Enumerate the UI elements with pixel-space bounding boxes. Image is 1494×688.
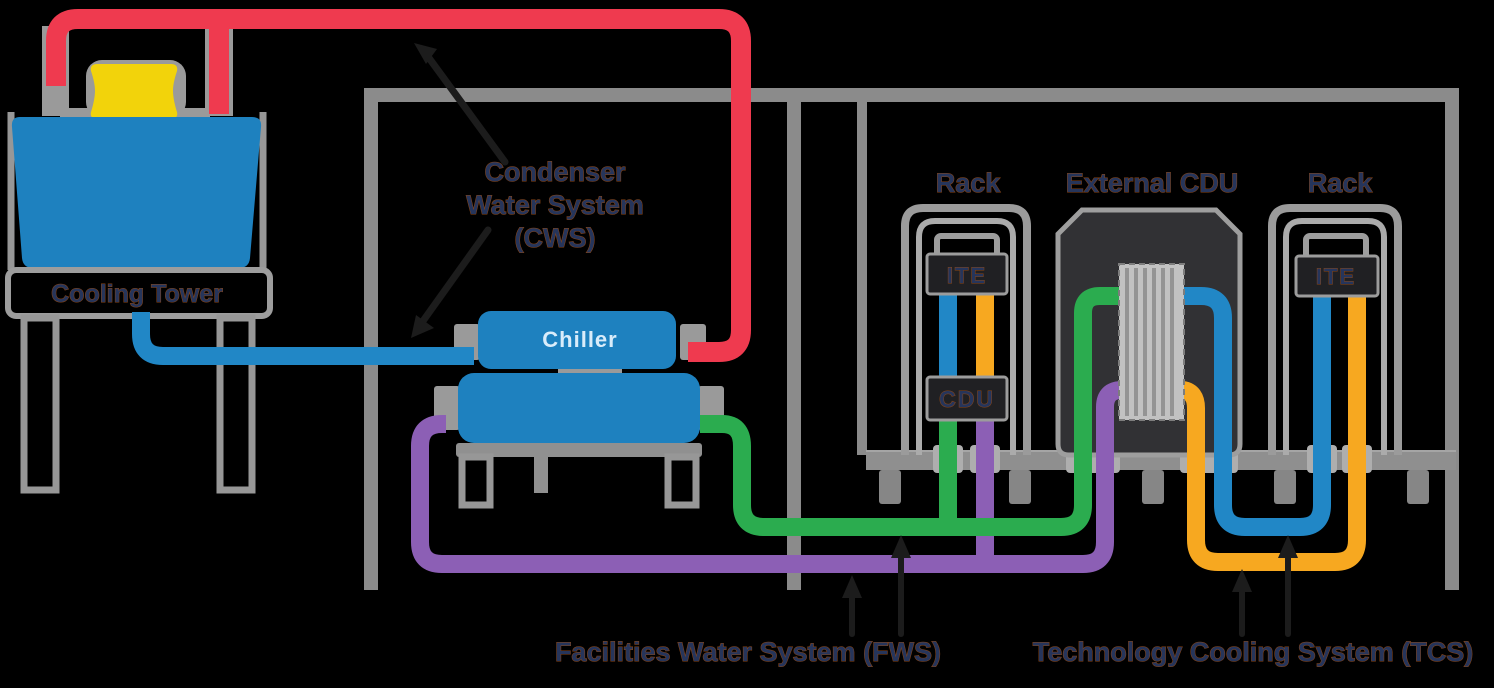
- stand-stub: [534, 457, 548, 493]
- cooling-tower: [5, 26, 273, 494]
- cws-label-line2: Water System: [466, 190, 644, 220]
- arrowhead: [1232, 569, 1252, 592]
- tcs-cold-loop: [1183, 287, 1331, 536]
- arrowhead: [1278, 535, 1298, 558]
- building-structure: [364, 88, 1459, 590]
- rack-right-label: Rack: [1308, 168, 1374, 198]
- chiller-label: Chiller: [542, 327, 617, 352]
- cws-arrow-to-red-pipe: [425, 54, 509, 166]
- ite-left-label: ITE: [947, 263, 987, 288]
- ite-box-right: [1294, 254, 1380, 298]
- external-cdu-label: External CDU: [1066, 168, 1239, 198]
- facilities-return-run: [411, 381, 1123, 573]
- cws-label-line1: Condenser: [484, 157, 626, 187]
- support-column: [857, 95, 867, 455]
- fws-label: Facilities Water System (FWS): [555, 637, 941, 667]
- tcs-warm-loop: [1180, 290, 1366, 571]
- ite-box-left: [925, 252, 1009, 296]
- cooling-tower-label: Cooling Tower: [51, 280, 223, 308]
- rack-inner-frame: [916, 218, 1016, 455]
- floor-pedestal: [1009, 470, 1031, 504]
- chiller-upper-unit: [478, 311, 676, 369]
- heat-exchanger-fins: [1125, 268, 1174, 416]
- chiller-lower-unit: [458, 373, 700, 443]
- fan-blade: [90, 64, 178, 119]
- rack-outer-frame: [1268, 204, 1402, 455]
- floor-pedestal: [1407, 470, 1429, 504]
- tcs-label: Technology Cooling System (TCS): [1033, 637, 1474, 667]
- tower-basin: [11, 117, 262, 268]
- heat-exchanger-border: [1118, 263, 1185, 421]
- stand-leg-left: [458, 453, 494, 509]
- labels: Cooling Tower Condenser Water System (CW…: [51, 157, 1474, 668]
- chiller: [458, 311, 700, 443]
- equipment-boxes: [925, 252, 1380, 422]
- rack-right-frame: [1268, 204, 1402, 455]
- arrowhead: [891, 535, 911, 558]
- cdu-box-left: [925, 375, 1009, 422]
- floor-pedestal: [1274, 470, 1296, 504]
- rack-left-frame: [901, 204, 1031, 455]
- floor-pedestal: [1142, 470, 1164, 504]
- cws-arrow-to-blue-pipe: [419, 226, 492, 325]
- tcs-cold-pipe: [939, 287, 1331, 536]
- arrowhead: [414, 43, 437, 64]
- room-walls: [364, 88, 1459, 590]
- condenser-hot-run: [46, 9, 751, 362]
- facilities-supply-run: [700, 287, 1121, 536]
- tower-leg-left: [20, 314, 60, 494]
- arrowhead: [842, 575, 862, 598]
- tower-leg-right: [216, 314, 256, 494]
- stand-bar: [456, 443, 702, 457]
- tcs-warm-pipe: [976, 290, 1366, 571]
- chiller-bracket: [558, 365, 622, 376]
- stand-leg-right: [664, 453, 700, 509]
- condenser-cold-pipe: [132, 312, 474, 365]
- rack-left-label: Rack: [936, 168, 1002, 198]
- floor-pedestal: [879, 470, 901, 504]
- chiller-stand: [434, 324, 724, 509]
- arrowhead: [411, 315, 434, 338]
- rack-inner-frame: [1283, 218, 1387, 455]
- heat-exchanger: [1118, 263, 1185, 421]
- annotation-arrows: [411, 43, 1298, 637]
- condenser-cold-run: [132, 312, 474, 365]
- cws-label-line3: (CWS): [515, 223, 596, 253]
- ite-right-label: ITE: [1316, 264, 1356, 289]
- facilities-supply-pipe: [700, 287, 1121, 536]
- rack-outer-frame: [901, 204, 1031, 455]
- facilities-return-pipe: [411, 381, 1123, 573]
- cdu-left-label: CDU: [939, 386, 995, 412]
- condenser-hot-pipe: [46, 9, 751, 362]
